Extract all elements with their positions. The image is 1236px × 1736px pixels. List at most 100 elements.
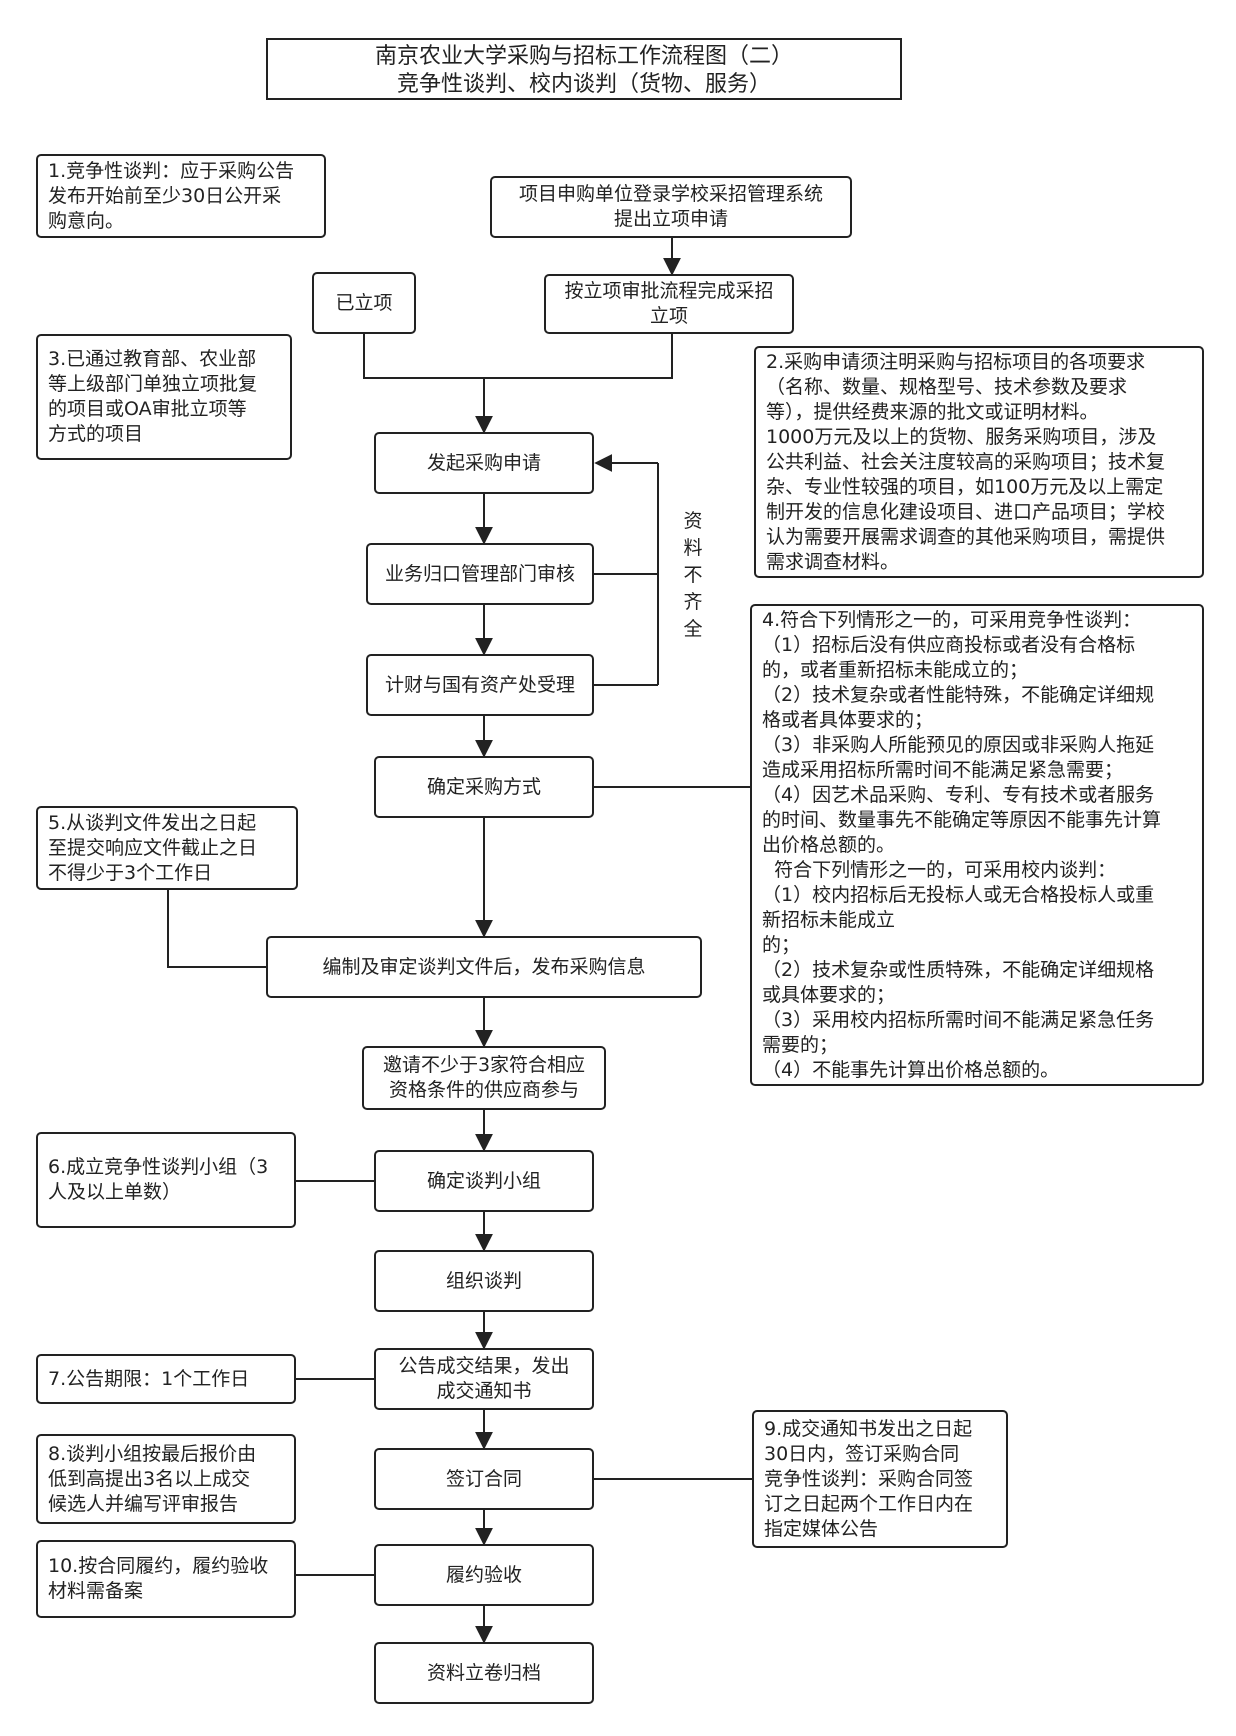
note-4-line: 的，或者重新招标未能成立的； [762, 658, 1029, 681]
step-method: 确定采购方式 [374, 756, 594, 818]
step-group: 确定谈判小组 [374, 1150, 594, 1212]
step-negotiate: 组织谈判 [374, 1250, 594, 1312]
note-3-line: 方式的项目 [48, 423, 144, 445]
note-8-line: 8.谈判小组按最后报价由 [48, 1442, 257, 1465]
note-4-line: 的； [762, 933, 801, 956]
note-2-line: 1000万元及以上的货物、服务采购项目，涉及 [766, 425, 1157, 448]
note-5-line: 不得少于3个工作日 [48, 861, 213, 884]
step-approve-line1: 按立项审批流程完成采招 [564, 280, 774, 302]
step-apply-login-line2: 提出立项申请 [613, 208, 728, 230]
step-finance: 计财与国有资产处受理 [366, 654, 594, 716]
note-4-line: （1）招标后没有供应商投标或者没有合格标 [762, 633, 1136, 656]
note-1: 1.竞争性谈判：应于采购公告 发布开始前至少30日公开采 购意向。 [36, 154, 326, 238]
arrow-approve-to-merge [484, 334, 673, 379]
note-1-line: 1.竞争性谈判：应于采购公告 [48, 159, 295, 182]
title-line-1: 南京农业大学采购与招标工作流程图（二） [374, 44, 793, 69]
note-4-line: （3）采用校内招标所需时间不能满足紧急任务 [762, 1008, 1155, 1031]
note-9-line: 30日内，签订采购合同 [764, 1442, 960, 1465]
step-approve: 按立项审批流程完成采招 立项 [544, 274, 794, 334]
note-9: 9.成交通知书发出之日起 30日内，签订采购合同 竞争性谈判：采购合同签 订之日… [752, 1410, 1008, 1548]
incomplete-char-3: 不 [683, 564, 703, 586]
step-announce-line1: 公告成交结果，发出 [398, 1355, 570, 1377]
note-7-line: 7.公告期限：1个工作日 [48, 1367, 250, 1390]
note-2-line: 需求调查材料。 [766, 550, 900, 573]
incomplete-char-4: 齐 [683, 591, 703, 613]
step-invite-line1: 邀请不少于3家符合相应 [382, 1054, 586, 1076]
step-compile-label: 编制及审定谈判文件后，发布采购信息 [322, 955, 646, 978]
step-contract: 签订合同 [374, 1448, 594, 1510]
step-initiate-label: 发起采购申请 [426, 451, 541, 474]
step-accept-label: 履约验收 [445, 1563, 522, 1586]
step-apply-login: 项目申购单位登录学校采招管理系统 提出立项申请 [490, 176, 852, 238]
note-4-line: （4）因艺术品采购、专利、专有技术或者服务 [762, 783, 1155, 806]
step-dept-review-label: 业务归口管理部门审核 [384, 562, 575, 585]
incomplete-materials-label: 资 料 不 齐 全 [680, 508, 706, 643]
note-8-line: 低到高提出3名以上成交 [48, 1467, 251, 1490]
note-4-line: 4.符合下列情形之一的，可采用竞争性谈判： [762, 608, 1142, 631]
note-10-line: 材料需备案 [48, 1580, 144, 1602]
note-2-line: 认为需要开展需求调查的其他采购项目，需提供 [766, 525, 1166, 548]
step-finance-label: 计财与国有资产处受理 [384, 673, 575, 696]
note-4-line: 新招标未能成立 [762, 908, 896, 931]
incomplete-char-1: 资 [683, 510, 703, 532]
note-1-line: 购意向。 [48, 209, 125, 232]
note-8-line: 候选人并编写评审报告 [48, 1492, 239, 1515]
step-contract-label: 签订合同 [445, 1467, 522, 1490]
step-group-label: 确定谈判小组 [426, 1169, 541, 1192]
note-4-line: 需要的； [762, 1033, 839, 1056]
step-archive: 资料立卷归档 [374, 1642, 594, 1704]
note-4-line: 造成采用招标所需时间不能满足紧急需要； [762, 758, 1124, 781]
note-3-line: 的项目或OA审批立项等 [48, 398, 247, 420]
note-5-line: 至提交响应文件截止之日 [48, 836, 258, 859]
note-9-line: 订之日起两个工作日内在 [764, 1492, 974, 1515]
step-dept-review: 业务归口管理部门审核 [366, 543, 594, 605]
arrow-already-to-merge [363, 334, 484, 379]
step-invite: 邀请不少于3家符合相应 资格条件的供应商参与 [362, 1046, 606, 1110]
note-5-line: 5.从谈判文件发出之日起 [48, 811, 257, 834]
note-2-line: 制开发的信息化建设项目、进口产品项目；学校 [766, 500, 1166, 523]
note-4-line: （2）技术复杂或性质特殊，不能确定详细规格 [762, 958, 1155, 981]
note-1-line: 发布开始前至少30日公开采 [48, 184, 282, 207]
note-7: 7.公告期限：1个工作日 [36, 1354, 296, 1404]
note-8: 8.谈判小组按最后报价由 低到高提出3名以上成交 候选人并编写评审报告 [36, 1434, 296, 1524]
step-initiate: 发起采购申请 [374, 432, 594, 494]
note-4-line: 的时间、数量事先不能确定等原因不能事先计算 [762, 808, 1162, 831]
note-4-line: （1）校内招标后无投标人或无合格投标人或重 [762, 883, 1155, 906]
step-invite-line2: 资格条件的供应商参与 [388, 1079, 579, 1101]
note5-connector [167, 890, 266, 968]
step-already-approved-label: 已立项 [335, 291, 393, 314]
step-announce: 公告成交结果，发出 成交通知书 [374, 1348, 594, 1410]
note-4-line: 格或者具体要求的； [762, 708, 934, 731]
step-already-approved: 已立项 [312, 272, 416, 334]
step-compile: 编制及审定谈判文件后，发布采购信息 [266, 936, 702, 998]
note-9-line: 指定媒体公告 [764, 1517, 879, 1540]
note-4-line: （4）不能事先计算出价格总额的。 [762, 1058, 1060, 1081]
note-10-line: 10.按合同履约，履约验收 [48, 1555, 269, 1577]
note-6: 6.成立竞争性谈判小组（3 人及以上单数） [36, 1132, 296, 1228]
note-4-line: 符合下列情形之一的，可采用校内谈判： [762, 858, 1117, 881]
note-4-line: （3）非采购人所能预见的原因或非采购人拖延 [762, 733, 1155, 756]
step-negotiate-label: 组织谈判 [445, 1269, 522, 1292]
step-archive-label: 资料立卷归档 [426, 1661, 541, 1684]
note-9-line: 9.成交通知书发出之日起 [764, 1417, 973, 1440]
note-2-line: （名称、数量、规格型号、技术参数及要求 [766, 375, 1128, 398]
note-2: 2.采购申请须注明采购与招标项目的各项要求 （名称、数量、规格型号、技术参数及要… [754, 346, 1204, 578]
note-5: 5.从谈判文件发出之日起 至提交响应文件截止之日 不得少于3个工作日 [36, 806, 298, 890]
note-6-line: 人及以上单数） [48, 1181, 182, 1203]
note-4-line: 或具体要求的； [762, 983, 896, 1006]
incomplete-char-2: 料 [683, 537, 703, 559]
step-announce-line2: 成交通知书 [436, 1380, 532, 1402]
note-4-line: （2）技术复杂或者性能特殊，不能确定详细规 [762, 683, 1155, 706]
step-approve-line2: 立项 [649, 305, 688, 327]
note-4: 4.符合下列情形之一的，可采用竞争性谈判： （1）招标后没有供应商投标或者没有合… [750, 604, 1204, 1086]
step-method-label: 确定采购方式 [426, 775, 541, 798]
note-6-line: 6.成立竞争性谈判小组（3 [48, 1156, 269, 1178]
note-10: 10.按合同履约，履约验收 材料需备案 [36, 1540, 296, 1618]
page-title: 南京农业大学采购与招标工作流程图（二） 竞争性谈判、校内谈判（货物、服务） [266, 38, 902, 100]
note-3-line: 等上级部门单独立项批复 [48, 373, 258, 395]
note-2-line: 2.采购申请须注明采购与招标项目的各项要求 [766, 350, 1146, 373]
note-2-line: 公共利益、社会关注度较高的采购项目；技术复 [766, 450, 1166, 473]
note-3-line: 3.已通过教育部、农业部 [48, 348, 257, 370]
note-2-line: 杂、专业性较强的项目，如100万元及以上需定 [766, 475, 1164, 498]
